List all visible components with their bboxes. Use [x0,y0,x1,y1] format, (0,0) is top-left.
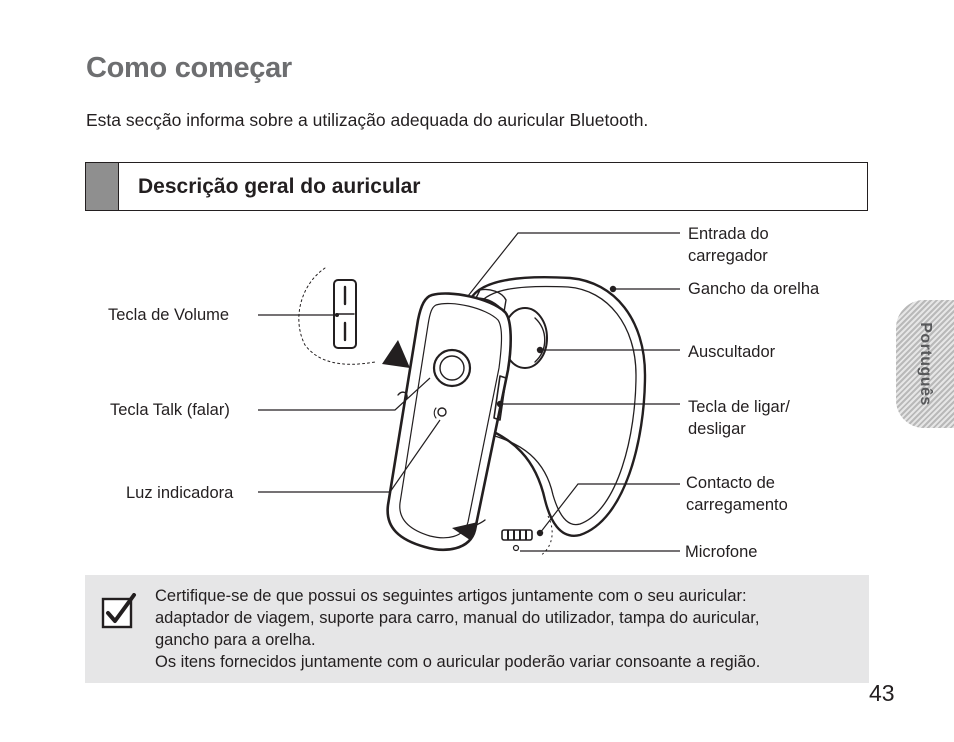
language-side-tab: Português [896,300,954,428]
label-charger-jack: Entrada do carregador [688,225,769,265]
section-header-block [86,163,119,210]
label-volume-key: Tecla de Volume [108,306,230,324]
label-power-key: Tecla de ligar/ desligar [688,398,790,438]
label-speaker: Auscultador [688,343,776,361]
talk-key-outer [432,348,472,388]
power-key [493,375,507,421]
checkbox-check-icon [101,593,136,629]
label-talk-key: Tecla Talk (falar) [110,401,230,419]
microphone-inset [501,515,553,557]
note-line: Os itens fornecidos juntamente com o aur… [155,653,761,671]
language-tab-label: Português [917,322,934,406]
note-line: adaptador de viagem, suporte para carro,… [155,609,760,627]
ear-hook-shape [468,275,647,537]
indicator-light [437,407,447,417]
section-header: Descrição geral do auricular [85,162,868,211]
note-box: Certifique-se de que possui os seguintes… [85,575,869,683]
note-text: Certifique-se de que possui os seguintes… [155,585,760,673]
label-indicator-light: Luz indicadora [126,484,234,502]
note-line: gancho para a orelha. [155,631,316,649]
talk-key-inner [439,355,465,381]
page-number: 43 [869,680,895,706]
page-title: Como começar [86,52,292,84]
headset-body [386,292,512,552]
intro-text: Esta secção informa sobre a utilização a… [86,110,649,130]
volume-key-inset [298,267,410,368]
label-microphone: Microfone [685,543,758,561]
section-heading: Descrição geral do auricular [138,175,421,198]
note-line: Certifique-se de que possui os seguintes… [155,587,747,605]
label-charging-contact: Contacto de carregamento [686,474,788,514]
label-ear-hook: Gancho da orelha [688,280,820,298]
